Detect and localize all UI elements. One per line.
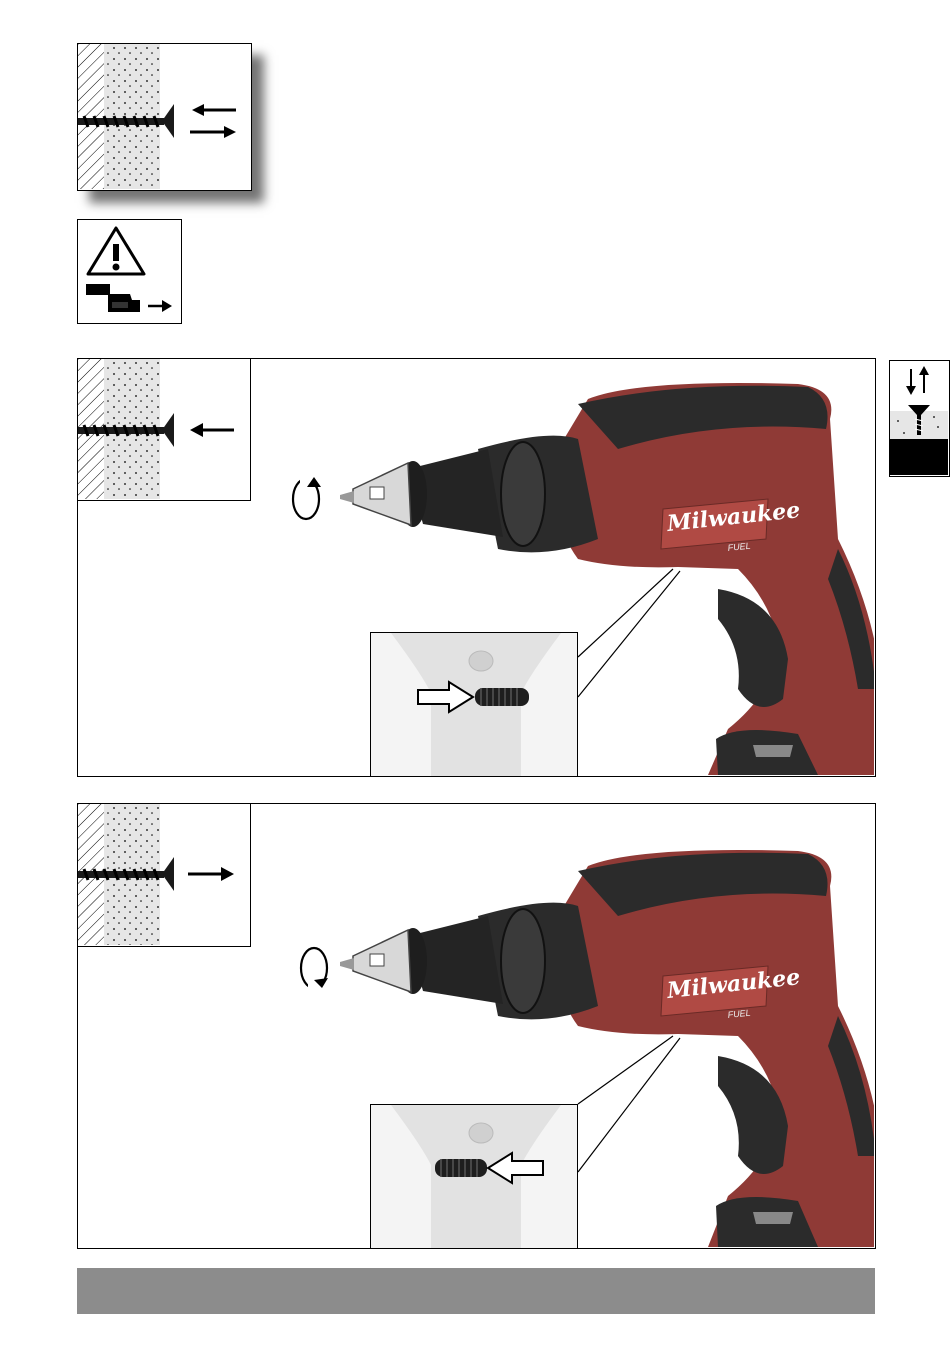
arrow-right-icon (188, 867, 234, 881)
wall-screw-diagram (78, 44, 250, 189)
footer-bar (77, 1268, 875, 1314)
depth-collar-zoom (370, 1104, 578, 1249)
screw-depth-tab-icon (889, 360, 950, 477)
panel-drive-screw: Milwaukee FUEL (77, 803, 876, 1249)
screw-in-inset (77, 358, 251, 501)
arrow-left-icon (190, 423, 234, 437)
screw-out-inset (77, 803, 251, 947)
rotation-counterclockwise-icon (293, 473, 321, 519)
warning-box (77, 219, 182, 324)
rotation-clockwise-icon (301, 948, 328, 990)
depth-collar-zoom (370, 632, 578, 777)
depth-collar-icon (475, 688, 529, 706)
screw-direction-figure (77, 43, 252, 191)
panel-remove-screw: Milwaukee FUEL (77, 358, 876, 777)
warning-triangle-icon (88, 228, 144, 274)
double-arrow-icon (190, 104, 236, 138)
battery-remove-icon (86, 284, 172, 312)
depth-collar-icon (435, 1159, 487, 1177)
